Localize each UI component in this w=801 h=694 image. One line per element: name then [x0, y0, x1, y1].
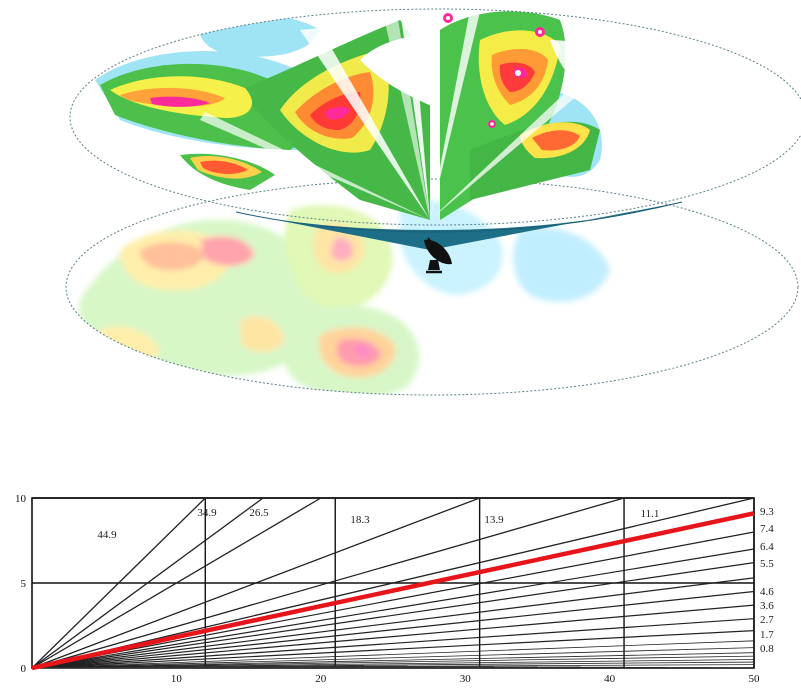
elevation-ray — [31, 497, 755, 669]
x-tick-label: 50 — [749, 673, 761, 685]
elevation-ray — [31, 659, 755, 669]
elevation-angle-label: 6.4 — [760, 541, 774, 553]
elevation-ray — [31, 618, 755, 669]
x-tick-label: 30 — [460, 673, 472, 685]
elevation-ray — [31, 531, 755, 669]
elevation-ray — [31, 640, 755, 669]
elevation-ray — [31, 667, 711, 669]
lower-plane-outline — [65, 178, 799, 396]
highlighted-elevation-ray — [31, 511, 755, 671]
elevation-angle-label: 0.8 — [760, 643, 774, 655]
x-tick-label: 10 — [171, 673, 183, 685]
elevation-ray — [31, 497, 480, 669]
elevation-ray — [31, 590, 755, 669]
elevation-angle-label: 3.6 — [760, 600, 774, 612]
elevation-angle-label: 4.6 — [760, 586, 774, 598]
elevation-ray — [31, 497, 264, 669]
upper-plane-outline — [69, 8, 801, 226]
elevation-ray — [31, 497, 206, 669]
elevation-angle-label: 26.5 — [249, 507, 269, 519]
elevation-angle-label: 7.4 — [760, 523, 774, 535]
elevation-ray — [31, 577, 755, 669]
elevation-angle-label: 2.7 — [760, 614, 774, 626]
elevation-ray — [31, 497, 625, 669]
elevation-angle-label: 11.1 — [641, 508, 660, 520]
elevation-ray — [31, 604, 755, 669]
elevation-ray — [31, 647, 755, 669]
upper-scan-plane — [69, 8, 801, 226]
elevation-ray — [31, 655, 755, 669]
radar-beam-edge — [235, 201, 683, 233]
x-tick-label: 40 — [604, 673, 616, 685]
radar-dish-icon — [424, 237, 452, 274]
x-tick-label: 20 — [315, 673, 327, 685]
elevation-ray — [31, 497, 322, 669]
elevation-angle-label: 18.3 — [350, 514, 370, 526]
elevation-angle-label: 34.9 — [197, 507, 217, 519]
elevation-angle-label: 1.7 — [760, 629, 774, 641]
upper-reflectivity-field — [95, 9, 640, 220]
radar-illustration — [65, 8, 801, 396]
elevation-angle-label: 5.5 — [760, 558, 774, 570]
elevation-angle-label: 13.9 — [484, 514, 504, 526]
elevation-angle-label: 9.3 — [760, 506, 774, 518]
lower-scan-plane — [65, 178, 799, 396]
elevation-ray — [31, 548, 755, 669]
elevation-angle-label: 44.9 — [97, 529, 117, 541]
elevation-ray — [31, 630, 755, 669]
y-tick-label: 0 — [21, 663, 27, 675]
y-tick-label: 5 — [21, 578, 27, 590]
elevation-ray — [31, 562, 755, 669]
y-tick-label: 10 — [15, 493, 27, 505]
elevation-ray — [31, 652, 755, 669]
elevation-angle-chart: 10 20 30 40 50 0 5 10 44.9 34.9 26.5 18.3 13.9 11.1 9.… — [15, 493, 774, 685]
